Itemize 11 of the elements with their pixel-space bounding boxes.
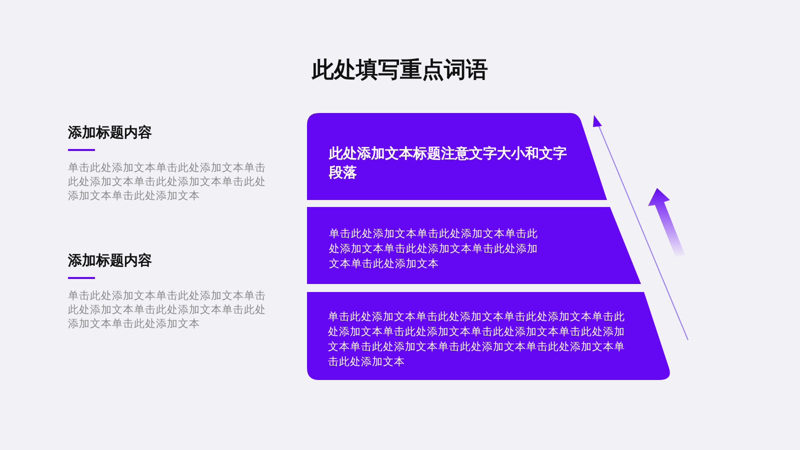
section-heading: 添加标题内容 xyxy=(68,252,152,270)
band-heading: 此处添加文本标题注意文字大小和文字段落 xyxy=(329,145,568,183)
body-text: 单击此处添加文本单击此处添加文本单击此处添加文本单击此处添加文本单击此处添加文本单击此处添加文本 xyxy=(68,289,267,331)
pyramid-band xyxy=(307,207,641,284)
pyramid-band xyxy=(307,113,607,200)
body-text: 单击此处添加文本单击此处添加文本单击此处添加文本单击此处添加文本单击此处添加文本单击此处添加文本 xyxy=(68,161,267,203)
section-heading: 添加标题内容 xyxy=(68,124,152,142)
title: 此处填写重点词语 xyxy=(310,57,489,85)
band-text: 单击此处添加文本单击此处添加文本单击此处添加文本单击此处添加文本单击此处添加文本单击此处添加文本单击此处添加文本单击此处添加文本单击此处添加文本单击此处添加文本单击此处添加文本 xyxy=(328,310,626,370)
pyramid-band xyxy=(307,292,673,380)
band-text: 单击此处添加文本单击此处添加文本单击此处添加文本单击此处添加文本单击此处添加文本单击此处添加文本 xyxy=(329,227,539,272)
